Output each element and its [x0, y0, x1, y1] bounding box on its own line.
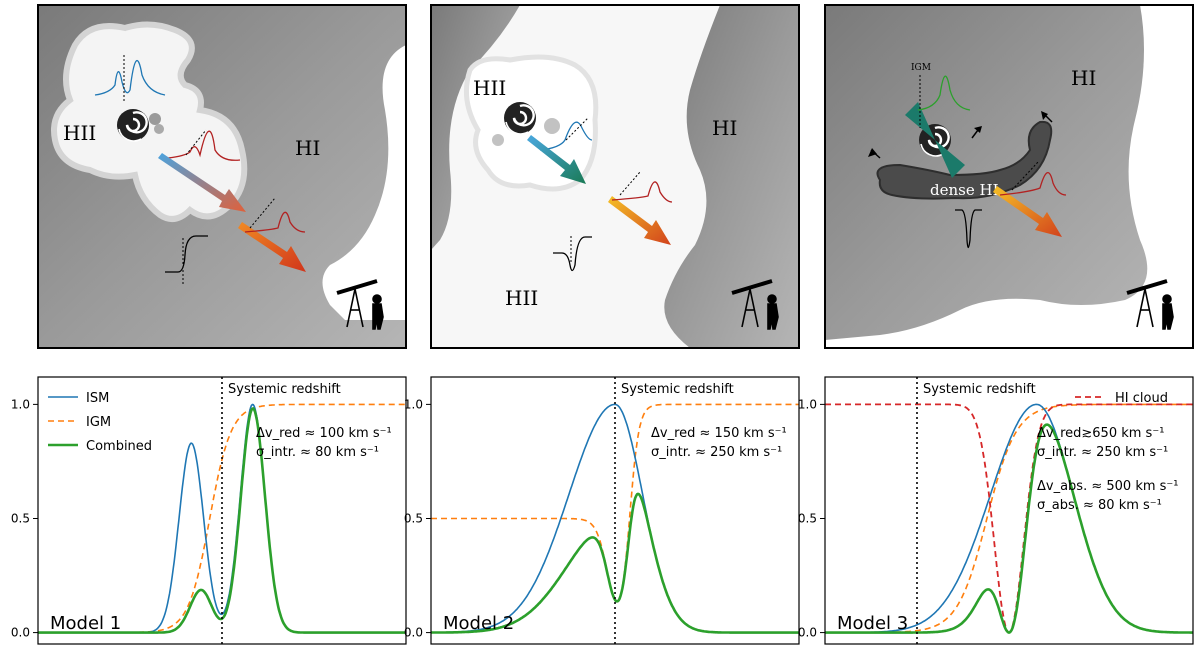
legend-label: HI cloud [1115, 391, 1168, 406]
hii-label: HII [63, 121, 96, 145]
parameter-annotation: σ_intr. ≈ 250 km s⁻¹ [1037, 445, 1168, 460]
chart-frame [824, 376, 1194, 645]
parameter-annotation: Δv_red≳650 km s⁻¹ [1037, 426, 1164, 441]
parameter-annotation: Δv_red ≈ 150 km s⁻¹ [651, 426, 787, 441]
systemic-marker [185, 129, 207, 156]
diagram-panel-3: dense HI IGM HI [825, 5, 1193, 348]
panel-frame [824, 4, 1194, 349]
y-tick-label: 0.0 [11, 626, 30, 640]
parameter-annotation: Δv_abs. ≈ 500 km s⁻¹ [1037, 479, 1178, 494]
emission-profile-red [244, 211, 306, 233]
telescope-observer-icon [336, 279, 384, 330]
series-line-combined [430, 492, 799, 634]
y-tick-label: 0.0 [798, 626, 817, 640]
systemic-redshift-label: Systemic redshift [621, 382, 734, 397]
model-label: Model 2 [443, 613, 514, 634]
parameter-annotation: Δv_red ≈ 100 km s⁻¹ [256, 426, 392, 441]
emission-profile-red [167, 130, 241, 161]
emission-profile-blue [94, 60, 166, 96]
hii-label: HII [473, 76, 506, 100]
neutral-gas-region [431, 5, 520, 250]
emission-profile-green [917, 75, 971, 111]
hii-label: HII [505, 286, 538, 310]
outflow-arrow [1041, 111, 1048, 120]
systemic-marker [565, 117, 589, 141]
photon-arrow-icon [238, 222, 306, 272]
y-tick-label: 1.0 [11, 397, 30, 411]
systemic-redshift-label: Systemic redshift [923, 382, 1036, 397]
panel-frame [430, 4, 800, 349]
emission-profile-red [999, 172, 1067, 196]
diagram-panel-2: HII HI HII [431, 5, 799, 348]
panel-frame [37, 4, 407, 349]
absorption-profile [955, 209, 982, 249]
y-tick-label: 0.0 [404, 626, 423, 640]
legend-label: Combined [86, 439, 152, 454]
systemic-marker [619, 171, 641, 196]
legend-label: ISM [86, 391, 109, 406]
hi-label: HI [712, 116, 737, 140]
outflow-arrow [868, 148, 877, 157]
outflow-arrow [971, 129, 979, 139]
y-tick-label: 1.0 [404, 397, 423, 411]
parameter-annotation: σ_abs. ≈ 80 km s⁻¹ [1037, 498, 1162, 513]
photon-arrow-icon [527, 135, 586, 184]
hi-label: HI [1071, 66, 1096, 90]
chart-frame [430, 376, 800, 645]
model-label: Model 1 [50, 613, 121, 634]
igm-label: IGM [911, 63, 931, 73]
diagram-panel-1: HII HI [38, 5, 406, 348]
series-line-combined [825, 423, 1193, 634]
telescope-observer-icon [731, 279, 779, 330]
y-tick-label: 0.5 [404, 511, 423, 525]
absorption-profile [553, 236, 592, 272]
emission-profile-red [611, 181, 673, 203]
galaxy-spiral-icon [117, 109, 164, 142]
neutral-gas-region [664, 5, 799, 348]
y-tick-label: 0.5 [798, 511, 817, 525]
systemic-redshift-label: Systemic redshift [228, 382, 341, 397]
dense-hi-cloud [876, 120, 1053, 200]
telescope-observer-icon [1126, 279, 1174, 330]
chart-frame [37, 376, 407, 645]
photon-arrow-icon [608, 196, 671, 245]
photon-arrow-icon [158, 153, 246, 212]
hi-label: HI [295, 136, 320, 160]
y-tick-label: 0.5 [11, 511, 30, 525]
dense-hi-label: dense HI [930, 181, 999, 199]
model-label: Model 3 [837, 613, 908, 634]
y-tick-label: 1.0 [798, 397, 817, 411]
legend-label: IGM [86, 415, 111, 430]
escape-cone-icon [935, 140, 965, 178]
galaxy-spiral-icon [492, 102, 560, 146]
photon-arrow-icon [993, 186, 1062, 237]
outflow-arrow [974, 126, 982, 133]
systemic-marker [249, 197, 276, 229]
transmission-step [165, 235, 208, 273]
emission-profile-blue [539, 121, 593, 151]
parameter-annotation: σ_intr. ≈ 80 km s⁻¹ [256, 445, 379, 460]
parameter-annotation: σ_intr. ≈ 250 km s⁻¹ [651, 445, 782, 460]
